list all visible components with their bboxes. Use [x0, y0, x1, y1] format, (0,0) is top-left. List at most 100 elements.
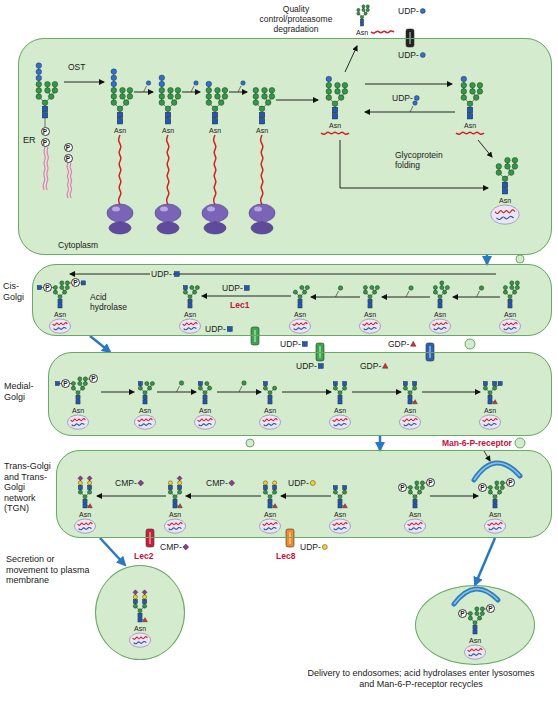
- mannose-6-phosphate-receptor: [474, 463, 520, 480]
- residue-label: Asn: [332, 406, 348, 415]
- glcnac-square: [212, 112, 218, 118]
- phosphate-label: P: [426, 478, 435, 487]
- protein-helix: [503, 323, 518, 326]
- protein-strand: [489, 527, 502, 529]
- mannose-circle: [338, 391, 342, 395]
- glucose-circle: [159, 75, 165, 81]
- mannose-circle: [433, 285, 437, 289]
- mannose-circle: [36, 81, 42, 87]
- glcnac-square: [188, 299, 192, 303]
- nascent-chain: [214, 135, 216, 205]
- mannose-circle: [363, 285, 367, 289]
- mannose-circle: [496, 170, 502, 176]
- mannose-circle: [60, 281, 64, 285]
- fucose-triangle: [343, 504, 348, 508]
- mannose-circle: [512, 157, 518, 163]
- transport-vesicle: [516, 255, 524, 263]
- unfolded-chain: [371, 31, 394, 33]
- annotation: UDP-: [205, 324, 226, 334]
- mannose-circle: [78, 381, 82, 385]
- glcnac-square: [83, 499, 87, 503]
- reaction-arrow: [97, 496, 166, 497]
- mannose-circle: [480, 607, 484, 611]
- mannose-circle: [53, 285, 57, 289]
- mannose-circle: [342, 89, 348, 95]
- mannose-circle: [500, 485, 504, 489]
- mannose-circle: [357, 12, 360, 15]
- mannose-circle: [338, 286, 343, 291]
- receptor-highlight: [454, 589, 498, 604]
- annotation: OST: [68, 62, 85, 72]
- glcnac-square: [333, 485, 337, 489]
- mannose-circle: [362, 8, 365, 11]
- glcnac-square: [298, 299, 302, 303]
- reaction-arrow: [101, 392, 134, 393]
- lipid-tail: [46, 147, 48, 190]
- mannose-circle: [508, 170, 514, 176]
- mannose-circle: [78, 490, 82, 494]
- lipid-tail: [70, 163, 71, 198]
- protein-strand: [294, 327, 307, 329]
- mannose-circle: [479, 286, 484, 291]
- vesicle-fill: [95, 565, 185, 660]
- mannose-circle: [175, 94, 181, 100]
- transport-arrow: [90, 336, 110, 352]
- mannose-circle: [42, 100, 48, 106]
- glcnac-square: [360, 19, 363, 22]
- mannose-circle: [222, 87, 228, 93]
- protein-helix: [468, 649, 483, 652]
- glucose-circle: [461, 76, 467, 82]
- mannose-circle: [338, 95, 344, 101]
- mannose-circle: [65, 285, 69, 289]
- mannose-circle: [117, 106, 123, 112]
- glycan: [164, 476, 185, 533]
- sialic-acid-diamond: [177, 476, 182, 481]
- transporter-body: [146, 529, 154, 547]
- glcnac-square: [268, 504, 272, 508]
- mannose-circle: [461, 82, 467, 88]
- glycosidic-bond: [406, 291, 409, 297]
- ribosome-small: [251, 222, 273, 234]
- mannose-circle: [53, 290, 57, 294]
- mannose-circle: [505, 164, 511, 170]
- mannose-circle: [493, 495, 497, 499]
- mannose-circle: [88, 490, 92, 494]
- glcnac-square: [493, 504, 497, 508]
- glycan: [259, 381, 280, 429]
- mannose-circle: [333, 386, 337, 390]
- glcnac-square: [488, 395, 492, 399]
- glycan-illustration: [36, 5, 525, 660]
- annotation: UDP-: [288, 478, 309, 488]
- compartment-label: Secretion or movement to plasma membrane: [6, 554, 90, 586]
- mannose-circle: [477, 89, 483, 95]
- mannose-circle: [343, 490, 347, 494]
- mannose-circle: [242, 381, 247, 386]
- glcnac-square: [227, 327, 232, 332]
- mannose-6-phosphate-receptor: [454, 589, 498, 604]
- mannose-circle: [253, 100, 259, 106]
- fucose-triangle: [493, 400, 498, 404]
- sialic-acid-diamond: [133, 590, 138, 595]
- mannose-circle: [496, 164, 502, 170]
- mannose-circle: [269, 94, 275, 100]
- glcnac-square: [493, 499, 497, 503]
- mannose-circle: [445, 285, 449, 289]
- glcnac-square: [508, 299, 512, 303]
- mannose-circle: [461, 89, 467, 95]
- folded-protein: [259, 519, 280, 533]
- folded-protein: [194, 415, 215, 429]
- glcnac-square: [117, 118, 123, 124]
- reaction-arrow: [478, 140, 492, 157]
- mannose-circle: [198, 386, 202, 390]
- transport-vesicle: [465, 339, 475, 349]
- protein-helix: [183, 323, 198, 326]
- sialic-acid-diamond: [87, 476, 92, 481]
- mannose-circle: [495, 481, 499, 485]
- glcnac-square: [83, 504, 87, 508]
- mannose-circle: [515, 281, 519, 285]
- mannose-circle: [133, 604, 137, 608]
- folded-protein: [67, 415, 88, 429]
- protein-strand: [404, 423, 417, 425]
- annotation: UDP-: [398, 50, 419, 60]
